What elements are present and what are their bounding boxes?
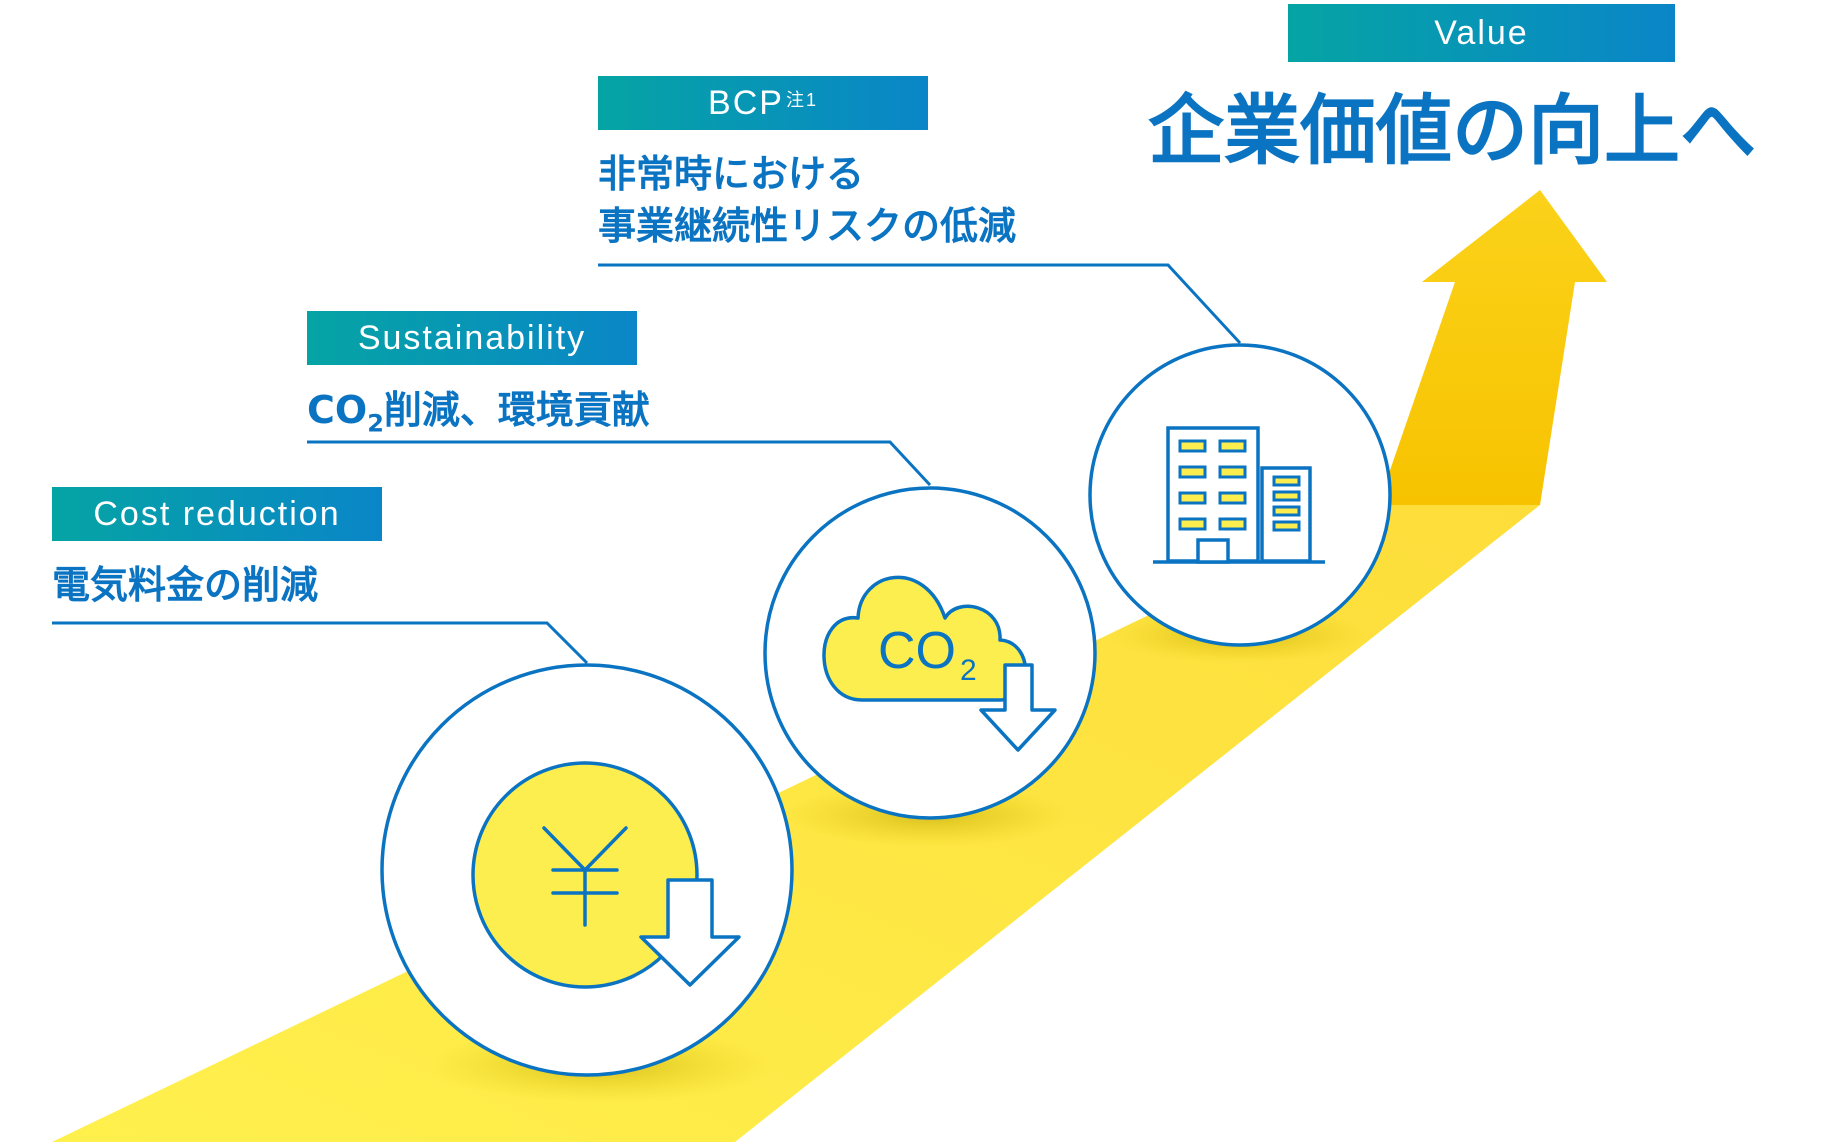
- co2-label: CO: [878, 622, 956, 680]
- tag-cost-reduction: Cost reduction: [52, 487, 382, 541]
- yen-symbol-icon: [542, 826, 628, 927]
- bcp-circle: [1088, 343, 1392, 647]
- leader-line-cost: [52, 621, 589, 665]
- growth-arrow-icon: [1378, 190, 1607, 505]
- co2-cloud-icon: [822, 575, 1028, 702]
- office-building-icon: [1153, 426, 1325, 564]
- cost-reduction-circle: [380, 663, 794, 1077]
- tag-bcp-label: BCP: [708, 83, 784, 122]
- down-arrow-icon: [979, 663, 1057, 752]
- caption-sustainability-rest: 削減、環境貢献: [383, 388, 650, 432]
- caption-co: CO: [307, 388, 368, 432]
- caption-bcp-line2: 事業継続性リスクの低減: [598, 204, 1017, 248]
- down-arrow-icon: [639, 878, 741, 987]
- caption-sustainability: CO2削減、環境貢献: [307, 384, 650, 450]
- leader-line-bcp: [598, 263, 1242, 345]
- caption-cost-reduction: 電気料金の削減: [52, 563, 319, 607]
- co2-subscript: 2: [960, 654, 977, 687]
- sustainability-circle: CO 2: [763, 486, 1097, 820]
- value-headline: 企業価値の向上へ: [1148, 86, 1756, 175]
- leader-line-sustainability: [307, 440, 932, 487]
- tag-bcp-note: 注1: [785, 90, 818, 110]
- tag-value: Value: [1288, 4, 1675, 62]
- tag-sustainability: Sustainability: [307, 311, 637, 365]
- caption-bcp-line1: 非常時における: [598, 152, 865, 196]
- caption-co-subscript: 2: [367, 409, 384, 438]
